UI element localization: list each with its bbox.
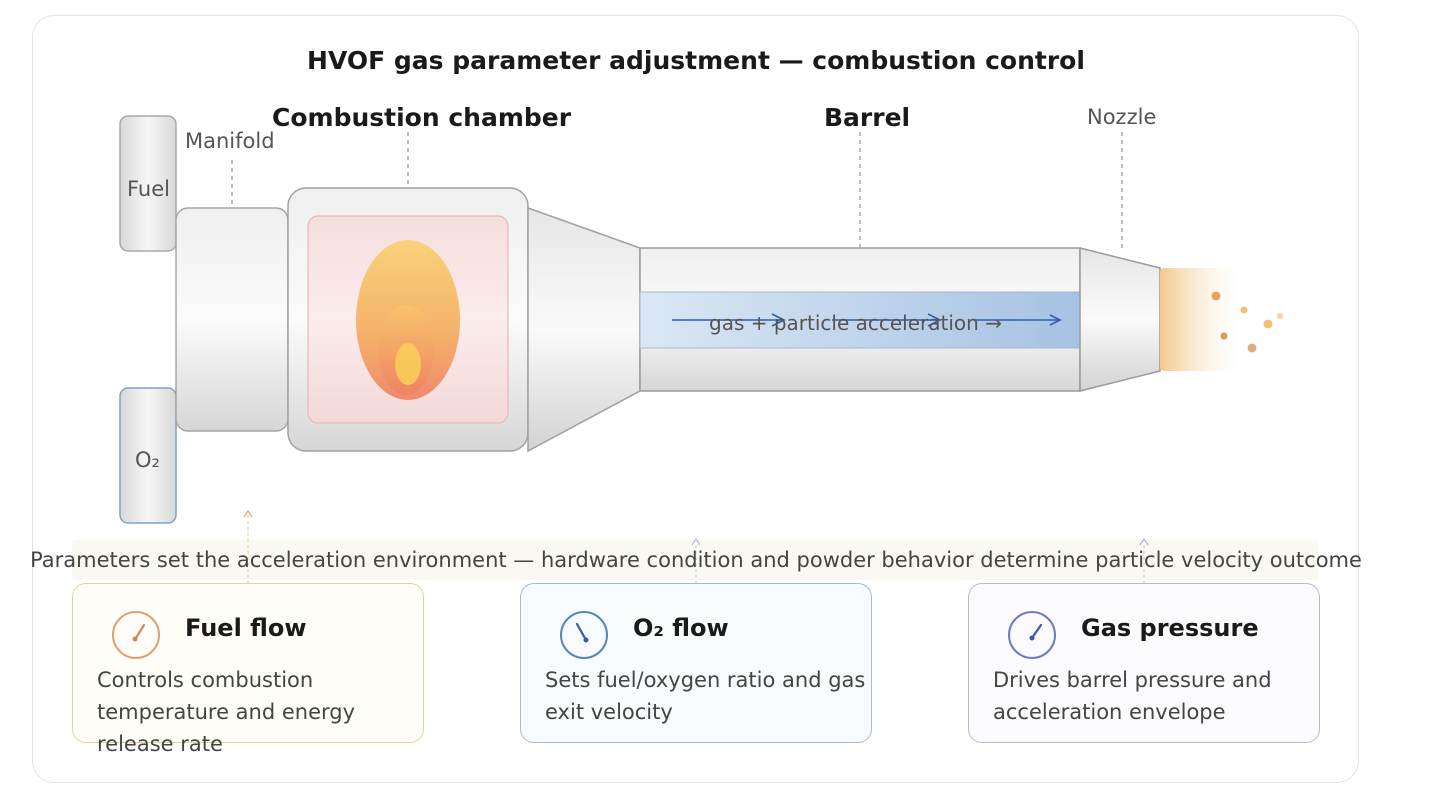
card-description: Sets fuel/oxygen ratio and gas exit velo…: [545, 668, 866, 724]
barrel-label: Barrel: [824, 103, 911, 132]
card-title: O₂ flow: [633, 614, 729, 642]
fuel-label: Fuel: [127, 177, 170, 201]
flame-core: [395, 343, 421, 385]
caption-text: Parameters set the acceleration environm…: [30, 548, 1362, 572]
nozzle-cone: [1079, 247, 1161, 392]
gauge-icon: [560, 611, 608, 659]
particles: [1211, 291, 1283, 353]
o2-label: O₂: [135, 448, 160, 472]
manifold-label: Manifold: [185, 129, 275, 153]
converging-cone: [527, 206, 641, 453]
manifold-block: [175, 207, 289, 432]
combustion-chamber-label: Combustion chamber: [272, 103, 572, 132]
leader-lines: [231, 132, 1123, 248]
card-fuel-flow: Fuel flow Controls combustion temperatur…: [72, 583, 424, 756]
exit-plume: [1160, 268, 1240, 371]
flow-arrows: [672, 313, 1062, 327]
card-connectors: [243, 509, 1149, 583]
card-title: Gas pressure: [1081, 614, 1259, 642]
gas-flow-label: gas + particle acceleration →: [709, 311, 1002, 335]
card-title: Fuel flow: [185, 614, 307, 642]
card-o2-flow: O₂ flow Sets fuel/oxygen ratio and gas e…: [520, 583, 872, 743]
gauge-icon: [112, 611, 160, 659]
fuel-canister: [119, 115, 177, 252]
nozzle-label: Nozzle: [1087, 105, 1157, 129]
card-description: Drives barrel pressure and acceleration …: [993, 668, 1272, 724]
card-description: Controls combustion temperature and ener…: [97, 668, 356, 756]
diagram-title: HVOF gas parameter adjustment — combusti…: [307, 46, 1085, 75]
caption-band: [72, 540, 1318, 580]
card-gas-pressure: Gas pressure Drives barrel pressure and …: [968, 583, 1320, 743]
o2-canister: [119, 387, 177, 524]
gauge-icon: [1008, 611, 1056, 659]
